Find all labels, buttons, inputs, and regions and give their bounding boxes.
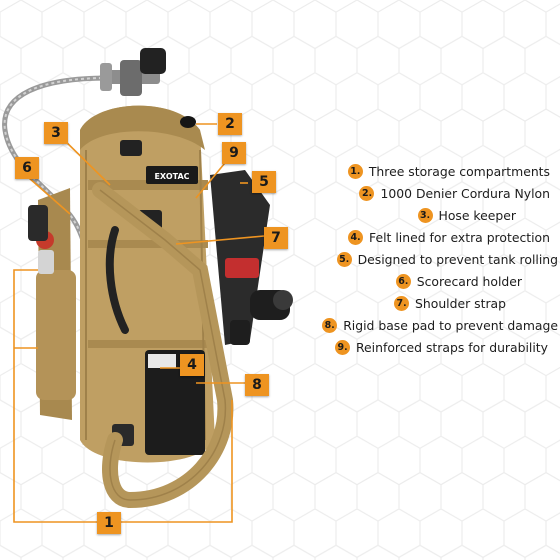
legend-bullet: 5. bbox=[336, 251, 352, 267]
legend-bullet: 7. bbox=[394, 295, 410, 311]
legend-bullet: 2. bbox=[359, 185, 375, 201]
callout-badge-6: 6 bbox=[15, 157, 39, 179]
legend-text: Shoulder strap bbox=[415, 295, 506, 311]
callout-badge-4: 4 bbox=[180, 354, 204, 376]
legend-item: 2. 1000 Denier Cordura Nylon bbox=[359, 182, 550, 204]
legend-bullet: 8. bbox=[322, 317, 338, 333]
legend-item: 4. Felt lined for extra protection bbox=[348, 226, 550, 248]
legend-bullet: 6. bbox=[395, 273, 411, 289]
tank-valve bbox=[100, 48, 166, 96]
legend-item: 3. Hose keeper bbox=[417, 204, 516, 226]
legend-text: Felt lined for extra protection bbox=[369, 229, 550, 245]
legend-item: 5. Designed to prevent tank rolling bbox=[336, 248, 558, 270]
legend-item: 9. Reinforced straps for durability bbox=[335, 336, 548, 358]
svg-text:EXOTAC: EXOTAC bbox=[154, 172, 189, 181]
legend-text: Three storage compartments bbox=[368, 163, 550, 179]
bag-body: EXOTAC bbox=[80, 105, 234, 509]
legend-text: 1000 Denier Cordura Nylon bbox=[380, 185, 550, 201]
legend-item: 8. Rigid base pad to prevent damage bbox=[322, 314, 558, 336]
legend-bullet: 1. bbox=[347, 163, 363, 179]
side-compartment bbox=[28, 188, 76, 420]
callout-badge-8: 8 bbox=[245, 374, 269, 396]
legend-text: Reinforced straps for durability bbox=[356, 339, 548, 355]
legend-item: 7. Shoulder strap bbox=[394, 292, 506, 314]
legend-text: Scorecard holder bbox=[416, 273, 522, 289]
callout-badge-2: 2 bbox=[218, 113, 242, 135]
legend-bullet: 9. bbox=[335, 339, 350, 355]
legend-text: Rigid base pad to prevent damage bbox=[343, 317, 558, 333]
callout-badge-3: 3 bbox=[44, 122, 68, 144]
callout-badge-5: 5 bbox=[252, 171, 276, 193]
right-side-gear bbox=[210, 170, 293, 345]
legend-text: Hose keeper bbox=[438, 207, 516, 223]
legend-item: 1. Three storage compartments bbox=[347, 160, 550, 182]
callout-badge-7: 7 bbox=[264, 227, 288, 249]
legend-item: 6. Scorecard holder bbox=[395, 270, 522, 292]
legend-bullet: 4. bbox=[348, 229, 364, 245]
legend-bullet: 3. bbox=[417, 207, 433, 223]
legend-text: Designed to prevent tank rolling bbox=[357, 251, 558, 267]
callout-badge-1: 1 bbox=[97, 512, 121, 534]
callout-badge-9: 9 bbox=[222, 142, 246, 164]
